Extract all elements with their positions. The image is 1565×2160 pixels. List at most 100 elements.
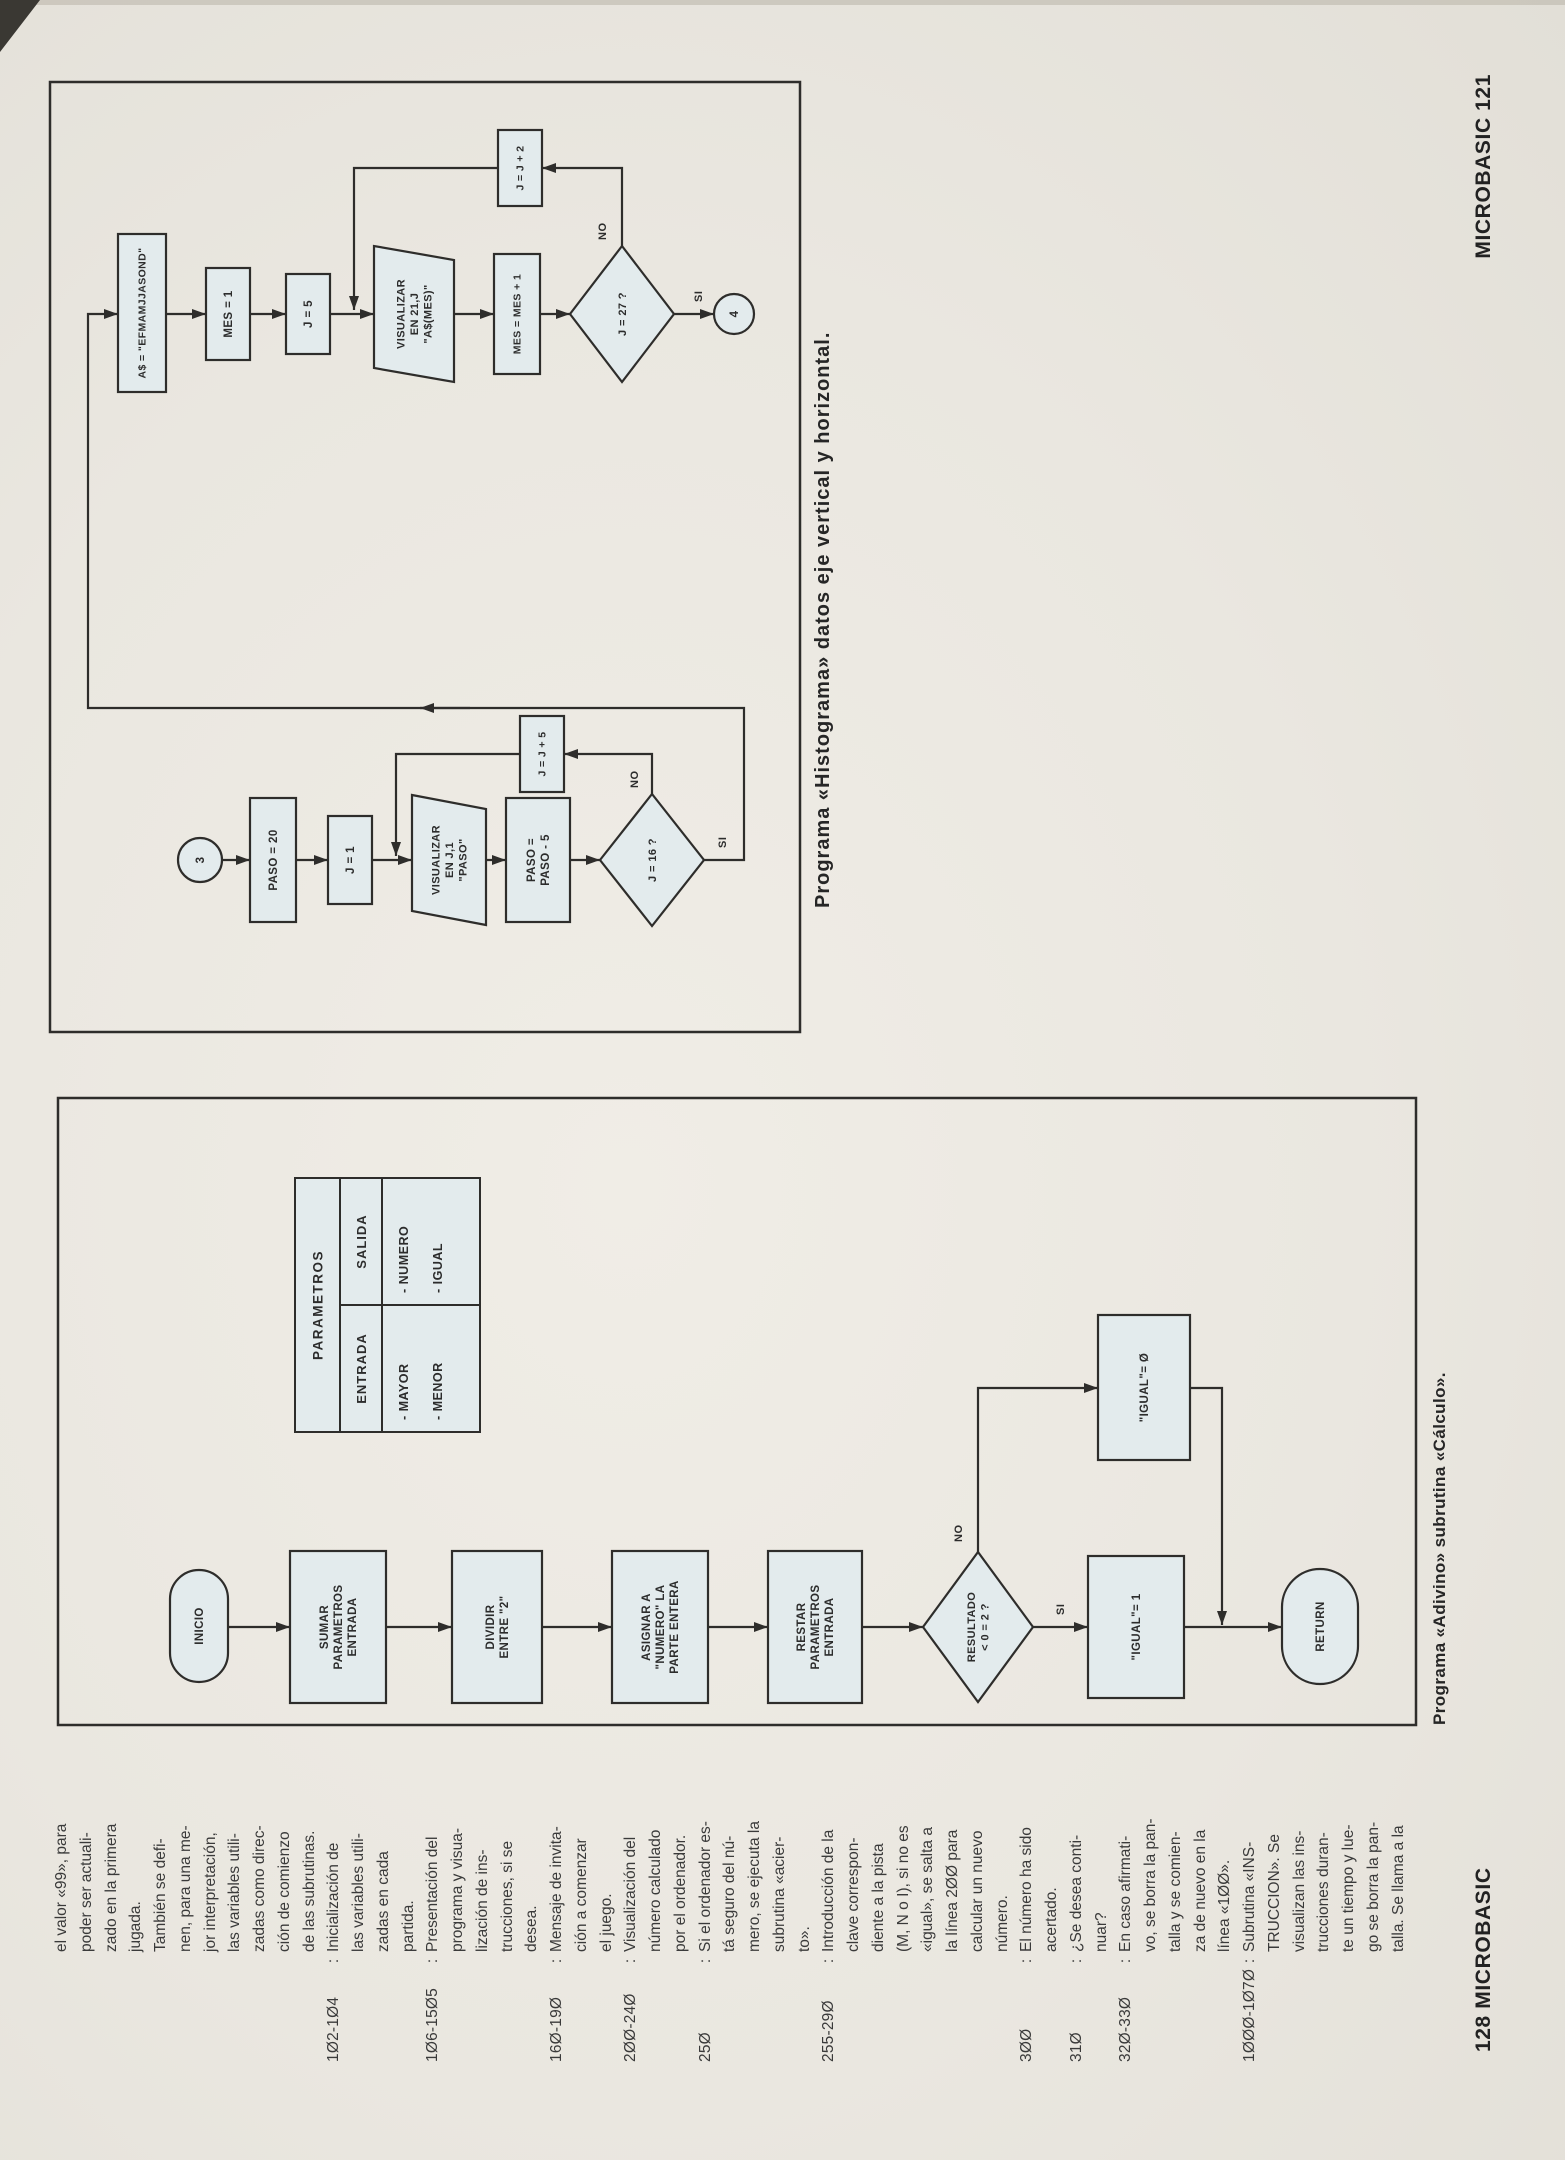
text-line: zadas en cada bbox=[372, 1750, 397, 2062]
text-line: 25Ø:Si el ordenador es- bbox=[694, 1750, 719, 2062]
resultado-label: RESULTADO bbox=[966, 1592, 978, 1662]
conn-4 bbox=[712, 292, 756, 336]
page-edge bbox=[0, 0, 1565, 5]
line-text: Mensaje de invita- bbox=[548, 1826, 565, 1952]
line-text: ción de comienzo bbox=[275, 1831, 293, 1952]
line-number: 25Ø bbox=[696, 2032, 714, 2062]
line-text: visualizan las ins- bbox=[1290, 1830, 1308, 1952]
text-line: zado en la primera bbox=[100, 1750, 125, 2062]
mes-mas-1 bbox=[492, 252, 542, 376]
vis-mes bbox=[372, 244, 456, 384]
text-line: nuar? bbox=[1090, 1750, 1115, 2062]
vis-paso-label: EN J,1 bbox=[444, 842, 456, 878]
text-line: diente a la pista bbox=[867, 1750, 892, 2062]
line-text: Si el ordenador es- bbox=[696, 1821, 714, 1952]
paso-menos-5-label: PASO - 5 bbox=[540, 834, 552, 886]
j-16 bbox=[598, 792, 706, 928]
arrowhead bbox=[192, 309, 206, 319]
arrowhead bbox=[492, 855, 506, 865]
text-line: por el ordenador. bbox=[669, 1750, 694, 2062]
dividir-label: DIVIDIR bbox=[485, 1604, 497, 1649]
igual-0-label: "IGUAL"= Ø bbox=[1139, 1353, 1151, 1423]
table-item: - NUMERO bbox=[397, 1226, 411, 1293]
text-line: 2ØØ-24Ø:Visualización del bbox=[619, 1750, 644, 2062]
line-number: 2ØØ-24Ø bbox=[622, 1993, 640, 2062]
line-text: talla. Se llama a la bbox=[1389, 1825, 1407, 1952]
line-separator: : bbox=[424, 1958, 442, 1964]
table-item: - MENOR bbox=[431, 1362, 445, 1420]
j-mas-5 bbox=[518, 714, 566, 794]
text-line: visualizan las ins- bbox=[1288, 1750, 1313, 2062]
vis-paso bbox=[410, 793, 488, 927]
line-text: el valor «99», para bbox=[53, 1823, 70, 1952]
text-line: programa y visua- bbox=[446, 1750, 471, 2062]
text-line: jor interpretación, bbox=[199, 1750, 224, 2062]
line-number: 3ØØ bbox=[1018, 2028, 1036, 2062]
conn-3-label: 3 bbox=[195, 857, 207, 864]
vis-mes-label: EN 21,J bbox=[409, 293, 421, 336]
text-line: ción de comienzo bbox=[273, 1750, 298, 2062]
line-text: trucciones, si se bbox=[498, 1840, 516, 1952]
arrowhead bbox=[272, 309, 286, 319]
sumar-label: SUMAR bbox=[319, 1605, 331, 1649]
text-line: to». bbox=[793, 1750, 818, 2062]
text-line: de las subrutinas. bbox=[298, 1750, 323, 2062]
arrowhead bbox=[480, 309, 494, 319]
text-line: 1Ø6-15Ø5:Presentación del bbox=[421, 1750, 446, 2062]
table-title: PARAMETROS bbox=[311, 1250, 326, 1360]
page-number-left: 128 MICROBASIC bbox=[1472, 1867, 1495, 2052]
paso-menos-5-label: PASO = bbox=[526, 838, 538, 882]
sumar-label: PARAMETROS bbox=[333, 1585, 345, 1670]
text-line: 255-29Ø:Introducción de la bbox=[817, 1750, 842, 2062]
text-line: partida. bbox=[397, 1750, 422, 2062]
j-16-label: J = 16 ? bbox=[647, 838, 659, 882]
text-line: desea. bbox=[520, 1750, 545, 2062]
line-text: calcular un nuevo bbox=[968, 1830, 986, 1953]
arrowhead bbox=[598, 1622, 612, 1632]
text-line: zadas como direc- bbox=[248, 1750, 273, 2062]
text-line: ción a comenzar bbox=[570, 1750, 595, 2062]
arrowhead bbox=[1084, 1383, 1098, 1393]
text-line: tá seguro del nú- bbox=[718, 1750, 743, 2062]
line-text: zadas en cada bbox=[374, 1851, 392, 1952]
line-text: poder ser actuali- bbox=[77, 1832, 95, 1952]
line-text: el juego. bbox=[597, 1893, 615, 1952]
line-separator: : bbox=[1018, 1958, 1036, 1964]
branch-label-no: NO bbox=[629, 771, 641, 789]
text-line: TRUCCION». Se bbox=[1263, 1750, 1288, 2062]
histograma-frame bbox=[48, 80, 802, 1034]
line-text: por el ordenador. bbox=[671, 1834, 689, 1952]
flow-line bbox=[564, 752, 654, 794]
arrowhead bbox=[349, 296, 359, 310]
line-text: programa y visua- bbox=[449, 1827, 466, 1952]
body-text-column: el valor «99», para poder ser actuali-zad… bbox=[50, 1750, 1411, 2062]
page-corner-shadow bbox=[0, 0, 40, 52]
line-text: te un tiempo y lue- bbox=[1340, 1824, 1357, 1952]
j-1-label: J = 1 bbox=[345, 846, 357, 874]
line-number: 32Ø-33Ø bbox=[1117, 1996, 1135, 2062]
arrowhead bbox=[391, 842, 401, 856]
text-line: lización de ins- bbox=[471, 1750, 496, 2062]
arrowhead bbox=[1217, 1611, 1227, 1625]
line-text: Subrutina «INS- bbox=[1241, 1841, 1258, 1952]
text-line: el juego. bbox=[595, 1750, 620, 2062]
arrowhead bbox=[236, 855, 250, 865]
branch-label-si: SI bbox=[717, 837, 729, 848]
mes-1 bbox=[204, 266, 252, 362]
arrowhead bbox=[909, 1622, 923, 1632]
arrowhead bbox=[314, 855, 328, 865]
text-line: talla. Se llama a la bbox=[1387, 1750, 1412, 2062]
paso-20-label: PASO = 20 bbox=[268, 829, 280, 890]
line-text: mero, se ejecuta la bbox=[746, 1821, 763, 1952]
arrowhead bbox=[360, 309, 374, 319]
vis-mes-label: "A$(MES)" bbox=[422, 284, 434, 343]
line-number: 31Ø bbox=[1067, 2032, 1085, 2062]
line-text: talla y se comien- bbox=[1166, 1831, 1184, 1952]
text-line: clave correspon- bbox=[842, 1750, 867, 2062]
line-text: nen, para una me- bbox=[176, 1825, 194, 1952]
restar-label: ENTRADA bbox=[824, 1597, 836, 1656]
flow-line bbox=[86, 312, 746, 862]
table-item: - MAYOR bbox=[397, 1363, 411, 1420]
branch-label-si: SI bbox=[693, 291, 705, 302]
